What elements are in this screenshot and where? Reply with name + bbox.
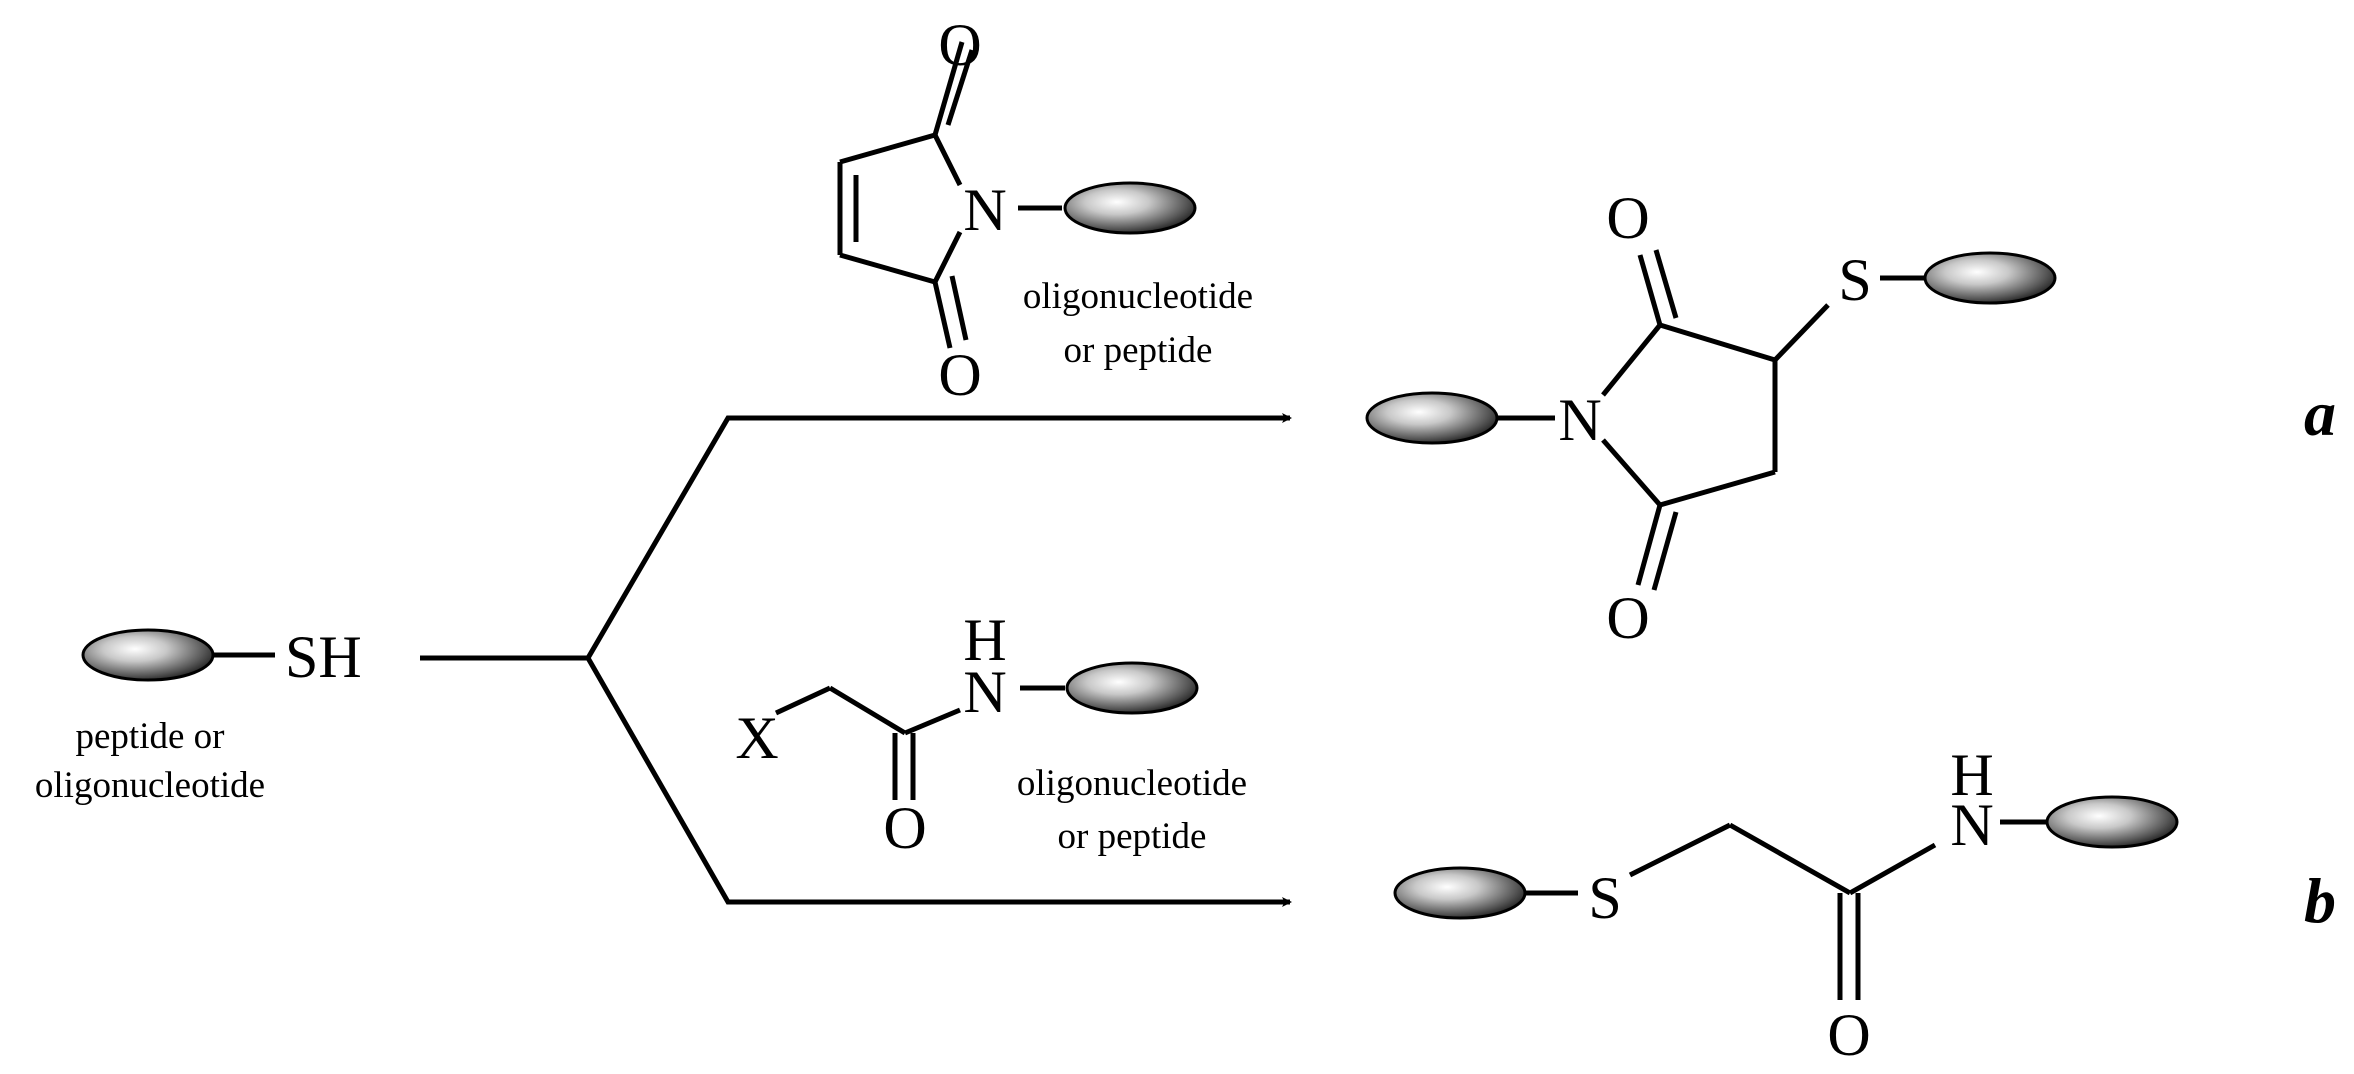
thioether-product: S H N O xyxy=(1393,742,2179,1068)
biomolecule-blob-icon xyxy=(1923,251,2057,305)
amide-hydrogen: H xyxy=(963,607,1006,673)
start-caption-line2: oligonucleotide xyxy=(35,765,265,806)
biomolecule-blob-icon xyxy=(81,628,215,682)
biomolecule-blob-icon xyxy=(1393,866,1527,920)
reagent-a-caption-line1: oligonucleotide xyxy=(1023,276,1253,317)
biomolecule-blob-icon xyxy=(2045,795,2179,849)
product-a-sulfur: S xyxy=(1838,247,1871,313)
product-b-sulfur: S xyxy=(1588,865,1621,931)
reaction-arrows xyxy=(420,413,1292,907)
maleimide-nitrogen: N xyxy=(963,177,1006,243)
start-caption-line1: peptide or xyxy=(76,716,225,757)
amide-oxygen: O xyxy=(883,795,926,861)
product-a-nitrogen: N xyxy=(1558,387,1601,453)
biomolecule-blob-icon xyxy=(1065,661,1199,715)
thiol-label: SH xyxy=(285,624,362,690)
pathway-label-b: b xyxy=(2304,865,2336,936)
biomolecule-blob-icon xyxy=(1063,181,1197,235)
maleimide-oxygen-top: O xyxy=(938,12,981,78)
product-b-hydrogen: H xyxy=(1950,742,1993,808)
starting-thiol: SH peptide or oligonucleotide xyxy=(35,624,362,806)
reagent-a-caption-line2: or peptide xyxy=(1064,330,1213,371)
product-a-oxygen-top: O xyxy=(1606,185,1649,251)
thiosuccinimide-product: N O O S xyxy=(1365,185,2057,651)
maleimide-oxygen-bottom: O xyxy=(938,342,981,408)
haloacetamide-reagent: X H N O oligonucleotide or peptide xyxy=(735,607,1247,861)
pathway-label-a: a xyxy=(2304,378,2336,449)
reagent-b-caption-line2: or peptide xyxy=(1058,816,1207,857)
maleimide-reagent: O N O oligonucleotide or peptide xyxy=(837,12,1253,408)
biomolecule-blob-icon xyxy=(1365,391,1499,445)
reagent-b-caption-line1: oligonucleotide xyxy=(1017,763,1247,804)
leaving-group-x: X xyxy=(735,705,778,771)
amide-nitrogen: N xyxy=(963,659,1006,725)
product-b-nitrogen: N xyxy=(1950,792,1993,858)
product-a-oxygen-bottom: O xyxy=(1606,585,1649,651)
product-b-oxygen: O xyxy=(1827,1002,1870,1068)
